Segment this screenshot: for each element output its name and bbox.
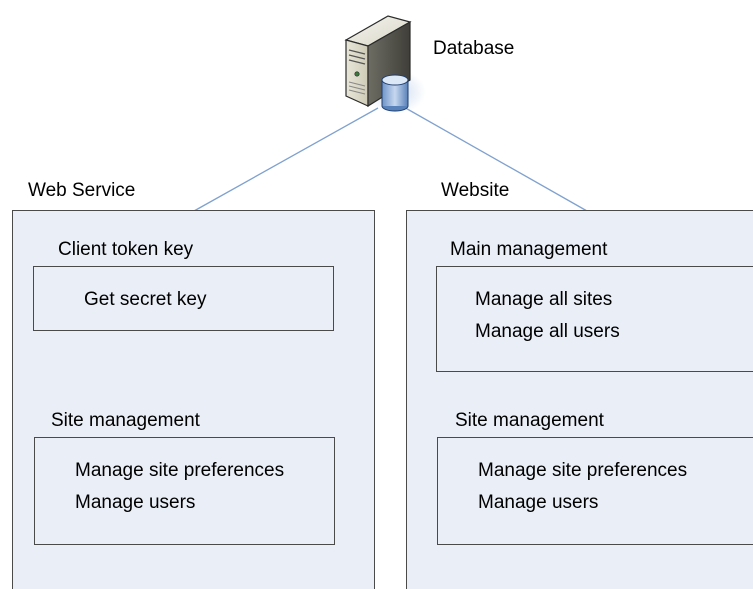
main-management-title: Main management: [450, 239, 608, 260]
web-manage-site-preferences-item: Manage site preferences: [478, 460, 688, 481]
connector-to-web-service: [193, 107, 379, 212]
ws-manage-site-preferences-item: Manage site preferences: [75, 460, 285, 481]
main-management-box: [436, 266, 753, 372]
ws-site-management-title: Site management: [51, 410, 200, 431]
manage-all-users-item: Manage all users: [475, 321, 620, 342]
web-service-title: Web Service: [28, 180, 136, 201]
get-secret-key-item: Get secret key: [84, 289, 207, 310]
client-token-key-title: Client token key: [58, 239, 194, 260]
server-database-icon: [344, 15, 426, 114]
manage-all-sites-item: Manage all sites: [475, 289, 613, 310]
database-label: Database: [433, 38, 515, 59]
ws-manage-users-item: Manage users: [75, 492, 196, 513]
connector-to-website: [401, 105, 588, 212]
client-token-key-box: [33, 266, 334, 331]
web-manage-users-item: Manage users: [478, 492, 599, 513]
web-site-management-box: [437, 437, 753, 545]
web-site-management-title: Site management: [455, 410, 604, 431]
ws-site-management-box: [34, 437, 335, 545]
website-title: Website: [441, 180, 510, 201]
